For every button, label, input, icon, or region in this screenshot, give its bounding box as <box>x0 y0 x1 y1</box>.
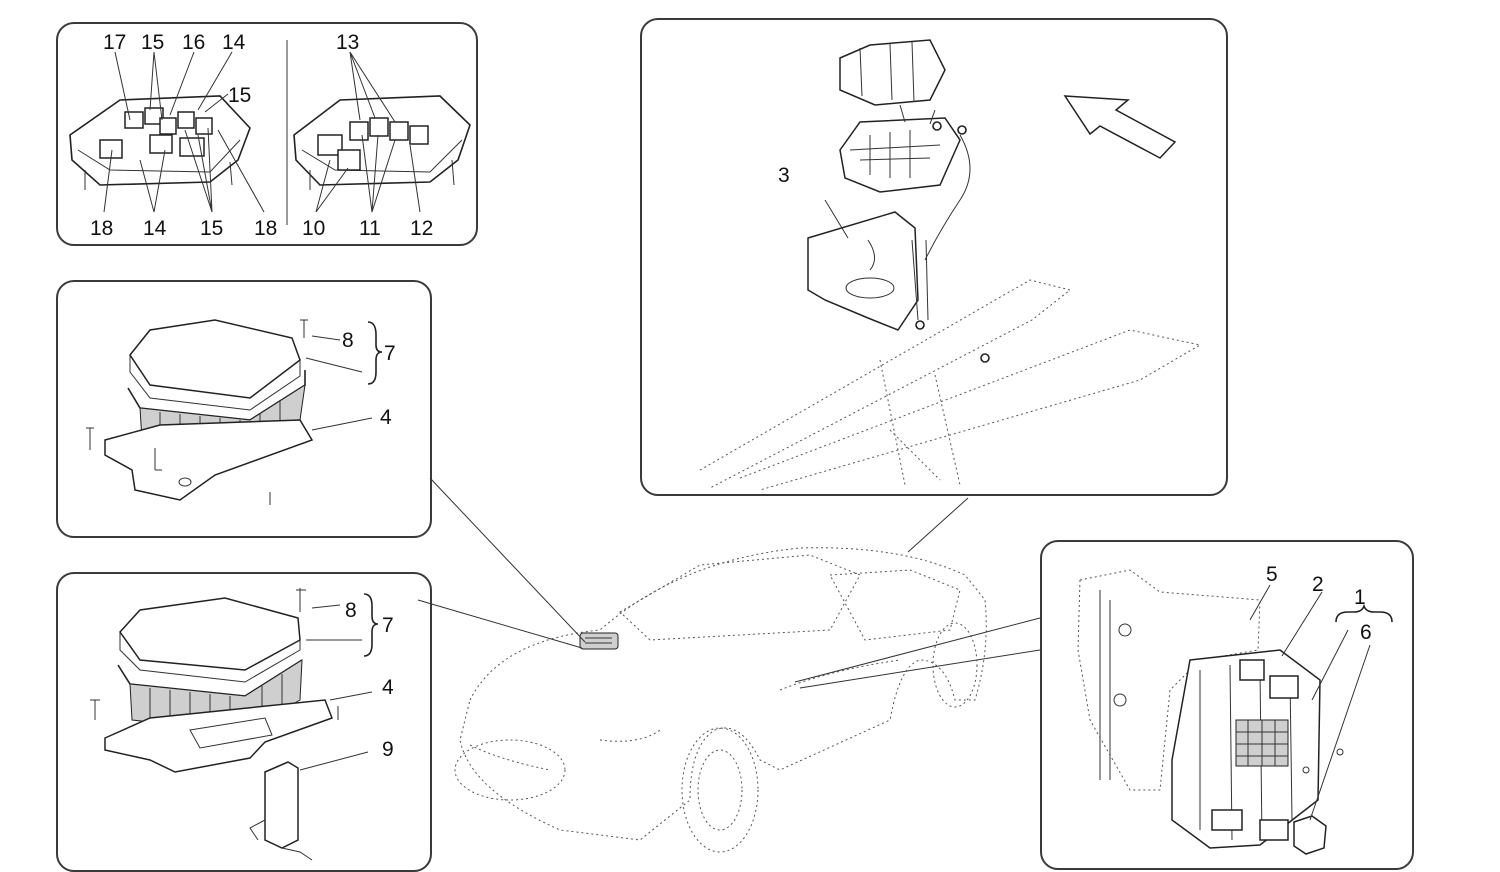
ecu-lower-callouts: 8 7 4 9 <box>345 593 394 761</box>
relay-bracket-panel <box>640 18 1228 496</box>
callout-15: 15 <box>228 84 251 107</box>
callout-9: 9 <box>382 738 394 761</box>
callout-14: 14 <box>143 217 167 240</box>
brace <box>1335 603 1393 623</box>
callout-7: 7 <box>382 614 394 637</box>
callout-17: 17 <box>103 31 126 54</box>
callout-15: 15 <box>200 217 223 240</box>
callout-10: 10 <box>302 217 325 240</box>
fuse-box-right-drawing <box>293 51 471 213</box>
ecu-upper-drawing <box>86 319 373 505</box>
callout-15: 15 <box>141 31 164 54</box>
callout-6: 6 <box>1360 621 1372 644</box>
callout-8: 8 <box>345 599 357 622</box>
bracket <box>363 593 379 657</box>
callout-7: 7 <box>384 342 396 365</box>
callout-13: 13 <box>336 31 359 54</box>
relay-bracket-drawing <box>699 39 1202 491</box>
callout-1: 1 <box>1354 586 1366 609</box>
callout-8: 8 <box>342 329 354 352</box>
bracket <box>367 321 383 385</box>
callout-12: 12 <box>410 217 433 240</box>
fuse-box-left-drawing <box>69 51 265 213</box>
fuse-center-callouts: 5 2 1 6 <box>1266 563 1393 644</box>
callout-2: 2 <box>1312 573 1324 596</box>
callout-16: 16 <box>182 31 205 54</box>
ecu-lower-drawing <box>90 588 373 861</box>
callout-11: 11 <box>359 217 381 240</box>
callout-18: 18 <box>254 217 277 240</box>
fuse-box-callouts: 17 15 16 14 15 18 14 15 18 13 10 11 12 <box>90 31 433 240</box>
car-illustration <box>454 547 987 853</box>
callout-3: 3 <box>778 164 790 187</box>
relay-bracket-callouts: 3 <box>778 164 790 187</box>
fuse-center-drawing <box>1077 569 1371 855</box>
callout-14: 14 <box>222 31 246 54</box>
callout-5: 5 <box>1266 563 1278 586</box>
callout-4: 4 <box>380 406 392 429</box>
ecu-upper-callouts: 8 7 4 <box>342 321 396 429</box>
callout-4: 4 <box>382 676 394 699</box>
callout-18: 18 <box>90 217 113 240</box>
leader-lines <box>417 477 1041 689</box>
fuse-grid <box>1235 719 1289 767</box>
